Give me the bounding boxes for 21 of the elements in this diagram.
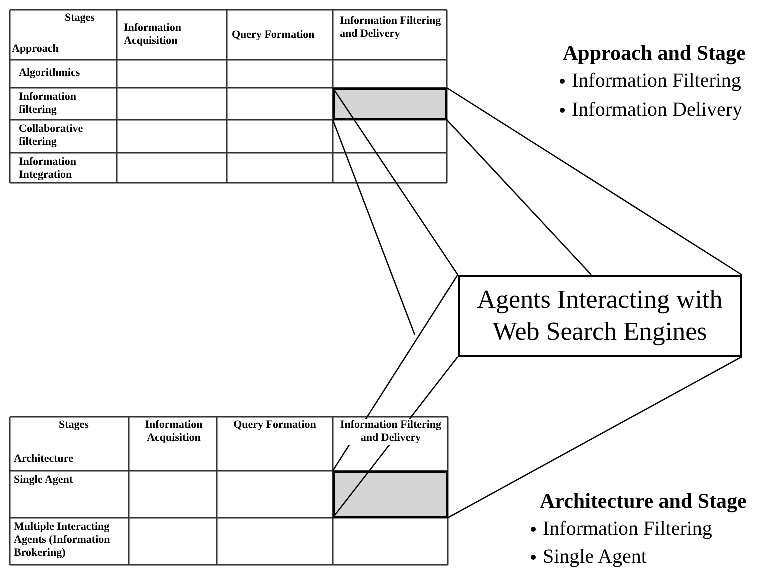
bullet-item: Single Agent [529, 544, 759, 570]
row-label: Information filtering [19, 91, 78, 117]
connector-line [448, 356, 742, 519]
connector-line [446, 120, 592, 276]
row-label: Algorithmics [19, 67, 82, 80]
row-label: Multiple Interacting Agents (Information Brokering) [14, 521, 112, 560]
connector-line [332, 88, 459, 276]
highlighted-cell [333, 471, 448, 518]
section-heading: Architecture and Stage [540, 488, 748, 514]
bullet-item: Information Filtering [529, 516, 759, 542]
connector-line [446, 87, 742, 276]
box-text: Agents Interacting with Web Search Engines [476, 284, 724, 348]
bullet-item: Information Delivery [558, 97, 763, 123]
bullet-item: Information Filtering [558, 68, 763, 94]
row-label: Information Integration [19, 156, 78, 182]
row-label: Single Agent [14, 474, 74, 487]
text-box [458, 275, 742, 357]
section-heading: Approach and Stage [563, 40, 747, 66]
connector-line [332, 120, 416, 336]
highlighted-cell [333, 88, 447, 120]
row-label: Collaborative filtering [19, 123, 84, 149]
